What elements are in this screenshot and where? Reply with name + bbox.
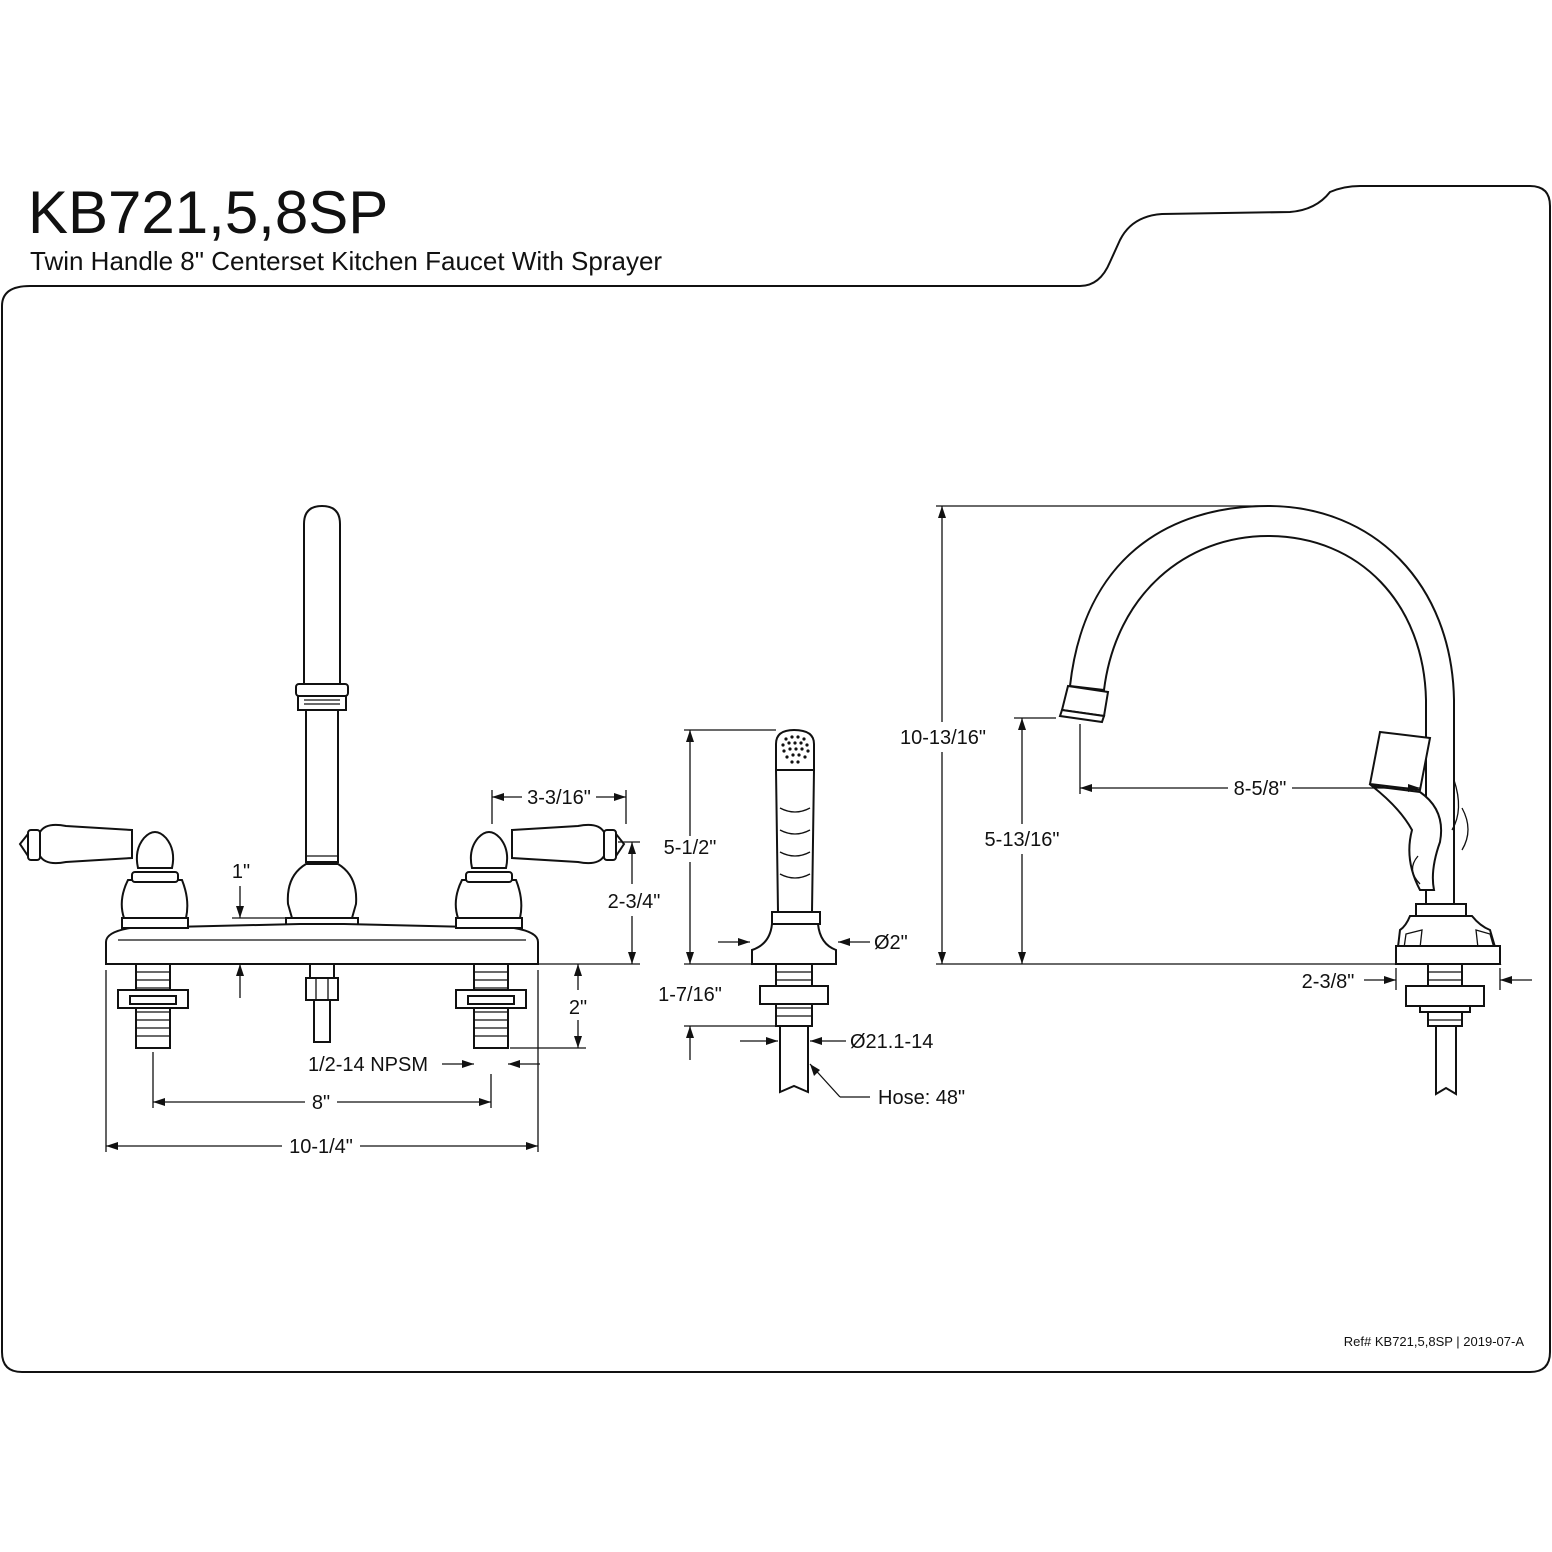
front-left-lever [39,823,133,865]
dim-spout-reach: 8-5/8" [1234,778,1287,800]
front-spout-base [286,863,358,919]
side-sprayer-head [1368,730,1432,792]
dim-deck-to-handle: 1" [232,861,250,883]
dim-overall-width: 10-1/4" [289,1136,353,1158]
product-description: Twin Handle 8" Centerset Kitchen Faucet … [30,246,662,276]
front-center-shank [309,963,335,979]
sprayer-handle [774,769,816,913]
front-aerator-screen [297,695,347,711]
sprayer-base [751,923,837,965]
side-nut [1405,985,1485,1007]
reference-number: Ref# KB721,5,8SP | 2019-07-A [1344,1334,1525,1349]
dim-base-width: 2-3/8" [1302,971,1355,993]
front-deck-plate [105,923,539,965]
dim-thread-front: 1/2-14 NPSM [308,1054,428,1076]
dim-spout-clearance: 5-13/16" [985,829,1060,851]
dim-sprayer-thread: Ø21.1-14 [850,1031,933,1053]
side-spout-arc [1068,504,1455,905]
sprayer-view [751,728,837,1094]
dim-sprayer-height: 5-1/2" [664,837,717,859]
front-right-lever [511,823,605,865]
front-right-handle-body [454,879,523,919]
sheet-frame [1,185,1551,1373]
sprayer-dimensions: 5-1/2" Ø2" 1-7/16" Ø21.1-14 Hose: 48" [658,729,965,1109]
front-left-handle-body [120,879,189,919]
side-dimensions: 10-13/16" 5-13/16" 8-5/8" 2-3/8" [900,505,1532,993]
front-spout-riser [305,709,339,863]
front-spout [303,504,341,685]
dim-handle-height: 3-3/16" [527,787,591,809]
dim-hose-length: Hose: 48" [878,1087,965,1109]
model-title: KB721,5,8SP [28,179,388,246]
side-sprayer-body [1368,784,1442,891]
dim-shank-length: 2" [569,997,587,1019]
dim-handle-top-height: 2-3/4" [608,891,661,913]
front-view [18,504,626,1049]
dim-sprayer-shank-length: 1-7/16" [658,984,722,1006]
side-view [1058,504,1502,1096]
side-supply-hose [1435,1025,1457,1096]
sprayer-nut [759,985,829,1005]
sprayer-nozzle-holes [781,735,810,764]
front-aerator [295,683,349,697]
dim-overall-height: 10-13/16" [900,727,986,749]
dim-sprayer-base-diameter: Ø2" [874,932,908,954]
sprayer-hose [779,1025,809,1094]
dim-center-spread: 8" [312,1092,330,1114]
front-dimensions: 3-3/16" 2-3/4" 1" 2" 1/2-14 NPSM [105,787,661,1158]
